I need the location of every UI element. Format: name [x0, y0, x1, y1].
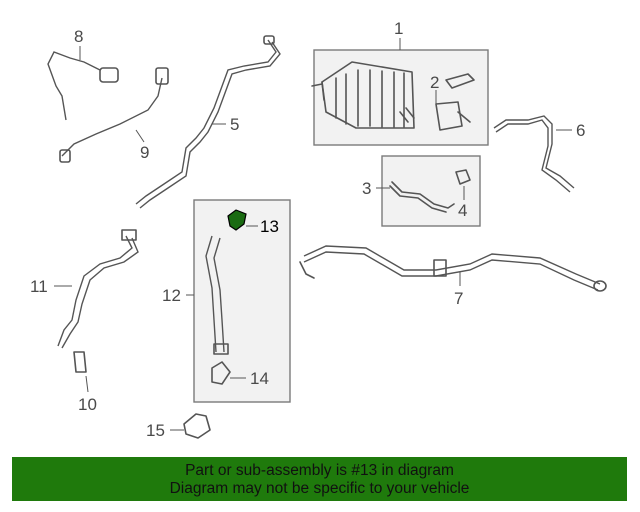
- callout-11: 11: [30, 277, 48, 296]
- callout-8: 8: [74, 27, 83, 46]
- callout-9: 9: [140, 143, 149, 162]
- valve-part-2[interactable]: [435, 73, 475, 131]
- canister-part-1[interactable]: [311, 61, 415, 129]
- harness-part-9[interactable]: [59, 67, 169, 163]
- info-banner: Part or sub-assembly is #13 in diagram D…: [12, 457, 627, 501]
- callout-2: 2: [430, 73, 439, 92]
- clip-part-15[interactable]: [183, 413, 211, 439]
- callout-5: 5: [230, 115, 239, 134]
- callout-13: 13: [260, 217, 279, 236]
- connector-part-4[interactable]: [455, 169, 471, 185]
- sensor-part-8[interactable]: [47, 51, 119, 121]
- hose-part-12[interactable]: [205, 235, 229, 355]
- leader-10: [85, 375, 89, 393]
- banner-line-1: Part or sub-assembly is #13 in diagram: [185, 462, 454, 479]
- leader-9: [135, 129, 145, 143]
- callout-14: 14: [250, 369, 269, 388]
- callout-4: 4: [458, 201, 467, 220]
- callout-12: 12: [162, 286, 181, 305]
- callout-10: 10: [78, 395, 97, 414]
- parts-diagram: 1 2 3 4 5 6 7 8 9 10 11 12 13 14 15: [30, 19, 607, 440]
- connector-part-13-highlighted[interactable]: [227, 209, 247, 231]
- connector-part-14[interactable]: [211, 361, 231, 385]
- callout-15: 15: [146, 421, 165, 440]
- callout-3: 3: [362, 179, 371, 198]
- sensor-part-10[interactable]: [73, 351, 87, 373]
- panel-canister-group: [313, 49, 489, 146]
- callout-7: 7: [454, 289, 463, 308]
- callout-6: 6: [576, 121, 585, 140]
- hose-part-3[interactable]: [389, 181, 455, 213]
- banner-line-2: Diagram may not be specific to your vehi…: [169, 480, 470, 497]
- callout-1: 1: [394, 19, 403, 38]
- hose-part-11[interactable]: [57, 229, 139, 349]
- tube-part-5[interactable]: [135, 35, 281, 209]
- panel-hose-group-12: [193, 199, 291, 403]
- hose-part-7[interactable]: [299, 245, 607, 292]
- hose-part-6[interactable]: [493, 115, 575, 193]
